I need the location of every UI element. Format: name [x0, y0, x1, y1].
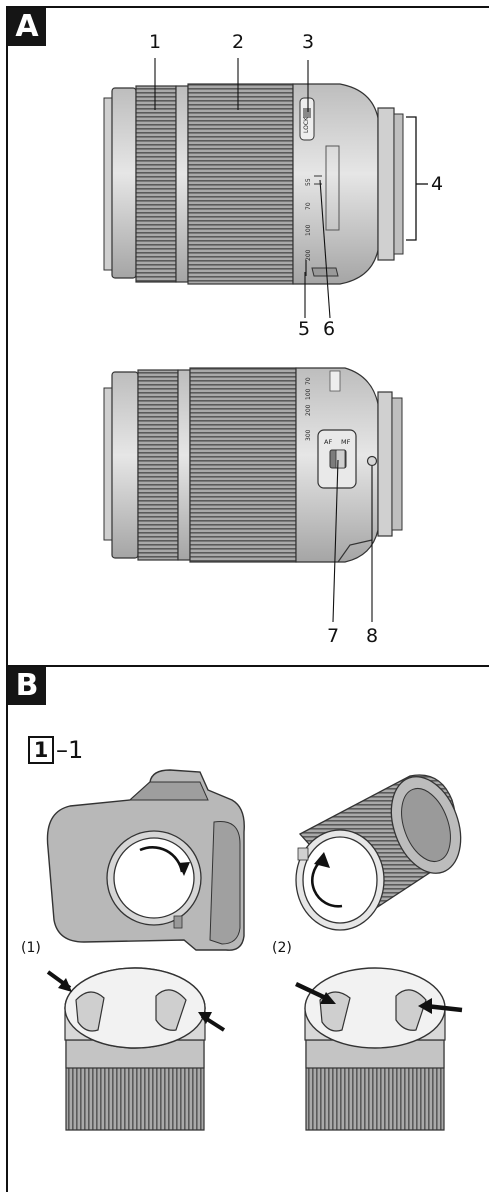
focal-mark-top-2: 70 — [305, 202, 312, 210]
af-label: AF — [324, 438, 332, 446]
bracket-4 — [406, 116, 417, 241]
sub-label-1: (1) — [21, 940, 41, 956]
callout-2: 2 — [232, 31, 245, 53]
lens-rear-illustration — [295, 774, 462, 931]
lens-side-view — [103, 367, 403, 563]
callout-7: 7 — [327, 625, 340, 647]
callout-6: 6 — [323, 318, 336, 340]
front-cap-illustration-2 — [295, 967, 463, 1131]
leader-lines-top — [154, 58, 331, 319]
sub-label-2: (2) — [272, 940, 292, 956]
camera-body-illustration — [46, 769, 245, 951]
callout-5: 5 — [298, 318, 311, 340]
callout-3: 3 — [302, 31, 315, 53]
step-heading: 1 –1 — [28, 736, 83, 764]
leader-lines-side — [332, 459, 373, 623]
focal-mark-bottom-1: 70 — [305, 377, 312, 385]
focal-mark-top-4: 200 — [305, 249, 312, 261]
lens-top-view — [103, 83, 404, 285]
step-suffix: –1 — [56, 736, 84, 764]
focal-mark-top-1: 55 — [305, 178, 312, 186]
section-b-badge: B — [8, 667, 46, 705]
focal-mark-bottom-4: 300 — [305, 429, 312, 441]
callout-1: 1 — [149, 31, 162, 53]
section-a-badge: A — [8, 8, 46, 46]
callout-4: 4 — [431, 173, 444, 195]
focal-mark-top-3: 100 — [305, 224, 312, 236]
callout-8: 8 — [366, 625, 379, 647]
step-number-box: 1 — [28, 736, 54, 764]
focal-mark-bottom-3: 200 — [305, 404, 312, 416]
lock-text: LOCK — [303, 116, 310, 133]
mf-label: MF — [341, 438, 351, 446]
front-cap-illustration-1 — [46, 967, 226, 1131]
focal-mark-bottom-2: 100 — [305, 388, 312, 400]
